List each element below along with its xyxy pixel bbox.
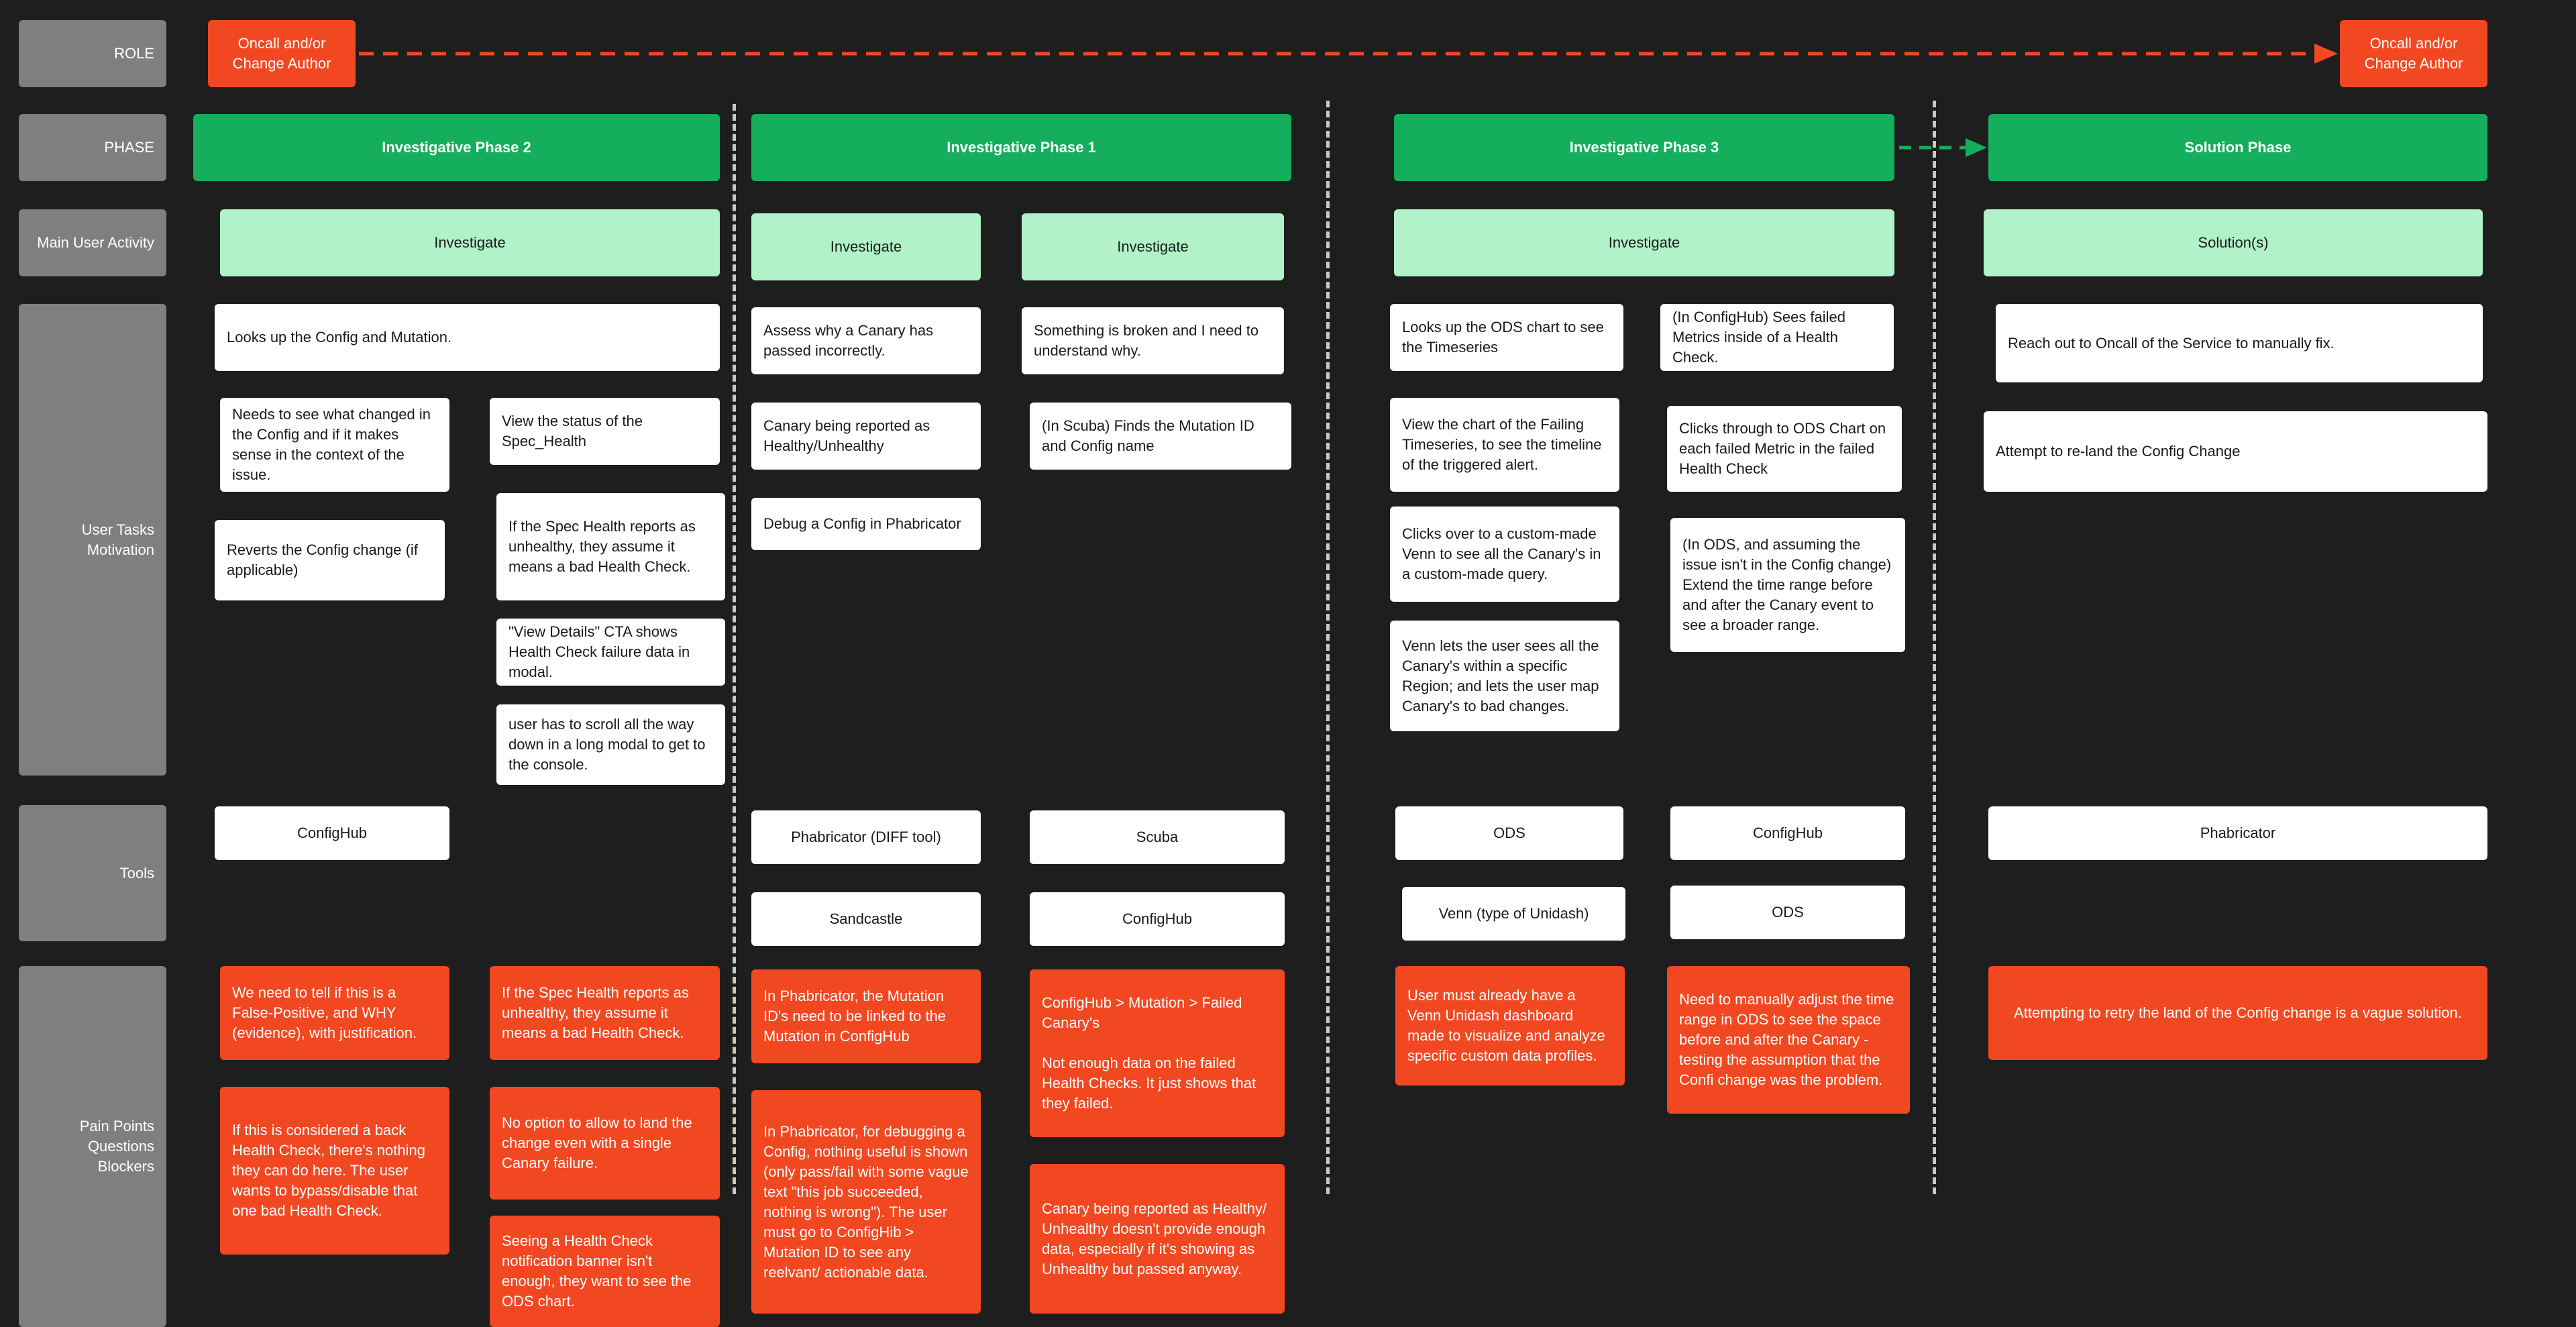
task-card: (In ConfigHub) Sees failed Metrics insid… <box>1660 304 1894 371</box>
row-label-tasks: User Tasks Motivation <box>19 304 166 776</box>
activity-p3: Investigate <box>1394 209 1894 276</box>
tool-card: Venn (type of Unidash) <box>1402 887 1625 941</box>
task-card: Needs to see what changed in the Config … <box>220 398 449 492</box>
role-end-card: Oncall and/or Change Author <box>2340 20 2487 87</box>
task-card: Looks up the Config and Mutation. <box>215 304 720 371</box>
pain-card: ConfigHub > Mutation > Failed Canary's N… <box>1030 969 1285 1137</box>
activity-p1a: Investigate <box>751 213 981 280</box>
task-card: Debug a Config in Phabricator <box>751 498 981 550</box>
row-label-pain: Pain Points Questions Blockers <box>19 966 166 1327</box>
pain-card: In Phabricator, the Mutation ID's need t… <box>751 969 981 1063</box>
task-card: View the status of the Spec_Health <box>490 398 720 465</box>
task-card: Canary being reported as Healthy/Unhealt… <box>751 403 981 470</box>
task-card: View the chart of the Failing Timeseries… <box>1390 398 1619 492</box>
row-label-phase: PHASE <box>19 114 166 181</box>
pain-card: Attempting to retry the land of the Conf… <box>1988 966 2487 1060</box>
phase-investigative-1: Investigative Phase 1 <box>751 114 1291 181</box>
phase-solution: Solution Phase <box>1988 114 2487 181</box>
tool-card: ConfigHub <box>1670 806 1905 860</box>
phase-investigative-3: Investigative Phase 3 <box>1394 114 1894 181</box>
tool-card: Sandcastle <box>751 892 981 946</box>
phase-divider <box>733 104 736 1194</box>
task-card: Clicks over to a custom-made Venn to see… <box>1390 507 1619 602</box>
task-card: If the Spec Health reports as unhealthy,… <box>496 493 725 600</box>
task-card: Attempt to re-land the Config Change <box>1984 411 2487 492</box>
phase-investigative-2: Investigative Phase 2 <box>193 114 720 181</box>
task-card: Assess why a Canary has passed incorrect… <box>751 307 981 374</box>
phase-divider <box>1326 101 1330 1194</box>
pain-card: If this is considered a back Health Chec… <box>220 1087 449 1255</box>
activity-solution: Solution(s) <box>1984 209 2483 276</box>
task-card: user has to scroll all the way down in a… <box>496 704 725 785</box>
tool-card: ODS <box>1670 886 1905 939</box>
tool-card: ConfigHub <box>1030 892 1285 946</box>
phase-divider <box>1933 101 1936 1194</box>
tool-card: Scuba <box>1030 810 1285 864</box>
task-card: Reach out to Oncall of the Service to ma… <box>1996 304 2483 382</box>
task-card: (In ODS, and assuming the issue isn't in… <box>1670 518 1905 652</box>
task-card: Reverts the Config change (if applicable… <box>215 520 445 600</box>
row-label-activity: Main User Activity <box>19 209 166 276</box>
phase-arrow <box>1899 138 1987 157</box>
row-label-tools: Tools <box>19 805 166 941</box>
tool-card: Phabricator (DIFF tool) <box>751 810 981 864</box>
pain-card: Seeing a Health Check notification banne… <box>490 1216 720 1327</box>
tool-card: ConfigHub <box>215 806 449 860</box>
task-card: Venn lets the user sees all the Canary's… <box>1390 621 1619 731</box>
pain-card: No option to allow to land the change ev… <box>490 1087 720 1200</box>
tool-card: Phabricator <box>1988 806 2487 860</box>
activity-p1b: Investigate <box>1022 213 1284 280</box>
role-arrow <box>359 44 2338 64</box>
pain-card: User must already have a Venn Unidash da… <box>1395 966 1625 1085</box>
role-start-card: Oncall and/or Change Author <box>208 20 356 87</box>
pain-card: We need to tell if this is a False-Posit… <box>220 966 449 1060</box>
pain-card: Canary being reported as Healthy/ Unheal… <box>1030 1164 1285 1314</box>
activity-p2: Investigate <box>220 209 720 276</box>
pain-card: If the Spec Health reports as unhealthy,… <box>490 966 720 1060</box>
tool-card: ODS <box>1395 806 1623 860</box>
row-label-role: ROLE <box>19 20 166 87</box>
pain-card: Need to manually adjust the time range i… <box>1667 966 1910 1114</box>
task-card: "View Details" CTA shows Health Check fa… <box>496 619 725 686</box>
task-card: Something is broken and I need to unders… <box>1022 307 1284 374</box>
task-card: (In Scuba) Finds the Mutation ID and Con… <box>1030 403 1291 470</box>
task-card: Clicks through to ODS Chart on each fail… <box>1667 406 1902 492</box>
pain-card: In Phabricator, for debugging a Config, … <box>751 1090 981 1314</box>
task-card: Looks up the ODS chart to see the Timese… <box>1390 304 1623 371</box>
